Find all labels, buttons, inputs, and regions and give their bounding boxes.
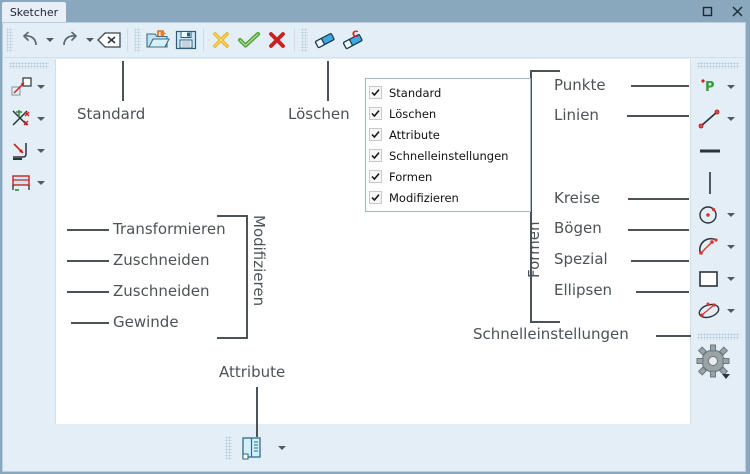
menu-item-loeschen[interactable]: Löschen xyxy=(366,103,530,124)
trim-button[interactable] xyxy=(9,106,35,132)
check-icon[interactable] xyxy=(369,170,382,183)
toolbar-grip[interactable] xyxy=(697,333,739,340)
thread-dropdown-caret[interactable] xyxy=(35,171,47,195)
maximize-button[interactable] xyxy=(700,4,714,18)
menu-item-label: Attribute xyxy=(389,127,440,142)
point-dropdown-caret[interactable] xyxy=(725,75,737,99)
check-icon[interactable] xyxy=(369,107,382,120)
extend-dropdown-caret[interactable] xyxy=(35,139,47,163)
extend-button[interactable] xyxy=(9,138,35,164)
circle-dropdown-caret[interactable] xyxy=(725,203,737,227)
line-dropdown-caret[interactable] xyxy=(725,107,737,131)
menu-item-formen[interactable]: Formen xyxy=(366,166,530,187)
menu-item-standard[interactable]: Standard xyxy=(366,82,530,103)
arc-dropdown-caret[interactable] xyxy=(725,235,737,259)
toolbar-grip[interactable] xyxy=(697,62,739,69)
rectangle-button[interactable] xyxy=(695,265,725,293)
trim-dropdown-caret[interactable] xyxy=(35,107,47,131)
point-button[interactable]: P xyxy=(695,73,725,101)
delete-x-button[interactable] xyxy=(97,27,123,53)
menu-item-label: Standard xyxy=(389,85,442,100)
close-button[interactable] xyxy=(730,4,744,18)
toolbar-formen: P xyxy=(691,59,745,447)
menu-item-label: Schnelleinstellungen xyxy=(389,148,509,163)
redo-button[interactable] xyxy=(57,27,83,53)
menu-item-modifizieren[interactable]: Modifizieren xyxy=(366,187,530,208)
toolbar-attribute xyxy=(3,424,745,471)
toolbar-grip[interactable] xyxy=(134,28,141,52)
open-folder-button[interactable] xyxy=(145,27,171,53)
menu-item-label: Modifizieren xyxy=(389,190,459,205)
ellipse-dropdown-caret[interactable] xyxy=(725,299,737,323)
menu-item-label: Löschen xyxy=(389,106,437,121)
tab-sketcher[interactable]: Sketcher xyxy=(2,2,66,22)
toolbar-grip[interactable] xyxy=(6,28,13,52)
rectangle-dropdown-caret[interactable] xyxy=(725,267,737,291)
redo-dropdown-caret[interactable] xyxy=(84,28,96,52)
check-icon[interactable] xyxy=(369,128,382,141)
title-bar: Sketcher xyxy=(0,0,750,22)
check-icon[interactable] xyxy=(369,149,382,162)
attribute-button[interactable] xyxy=(237,433,267,463)
menu-item-label: Formen xyxy=(389,169,433,184)
menu-item-schnelleinstellungen[interactable]: Schnelleinstellungen xyxy=(366,145,530,166)
app-frame: C xyxy=(2,22,746,472)
toolbar-standard: C xyxy=(3,23,745,58)
check-icon[interactable] xyxy=(369,86,382,99)
circle-button[interactable] xyxy=(695,201,725,229)
transform-button[interactable] xyxy=(9,74,35,100)
undo-dropdown-caret[interactable] xyxy=(44,28,56,52)
svg-text:C: C xyxy=(352,30,359,40)
attribute-dropdown-caret[interactable] xyxy=(276,436,288,460)
cancel-yellow-x-button[interactable] xyxy=(208,27,234,53)
toolbar-separator xyxy=(127,28,128,52)
ellipse-button[interactable] xyxy=(695,297,725,325)
toolbar-separator xyxy=(203,28,204,52)
line-button[interactable] xyxy=(695,105,725,133)
transform-dropdown-caret[interactable] xyxy=(35,75,47,99)
toolbar-separator xyxy=(294,28,295,52)
toolbar-modifizieren xyxy=(3,59,55,447)
horizontal-line-button[interactable] xyxy=(695,137,725,165)
toolbar-visibility-menu[interactable]: Standard Löschen Attribute Schnelleinste… xyxy=(365,78,531,212)
check-icon[interactable] xyxy=(369,191,382,204)
toolbar-grip[interactable] xyxy=(301,28,308,52)
vertical-line-button[interactable] xyxy=(695,169,725,197)
svg-text:P: P xyxy=(705,80,715,95)
thread-button[interactable] xyxy=(9,170,35,196)
close-sketch-red-x-button[interactable] xyxy=(264,27,290,53)
quick-settings-button[interactable] xyxy=(695,343,735,381)
arc-button[interactable] xyxy=(695,233,725,261)
menu-item-attribute[interactable]: Attribute xyxy=(366,124,530,145)
toolbar-grip[interactable] xyxy=(9,62,49,69)
undo-button[interactable] xyxy=(17,27,43,53)
window-controls xyxy=(700,0,744,22)
accept-green-check-button[interactable] xyxy=(236,27,262,53)
toolbar-grip[interactable] xyxy=(225,435,232,460)
tab-sketcher-label: Sketcher xyxy=(9,5,59,19)
eraser-constraint-button[interactable]: C xyxy=(340,27,366,53)
save-floppy-button[interactable] xyxy=(173,27,199,53)
eraser-button[interactable] xyxy=(312,27,338,53)
